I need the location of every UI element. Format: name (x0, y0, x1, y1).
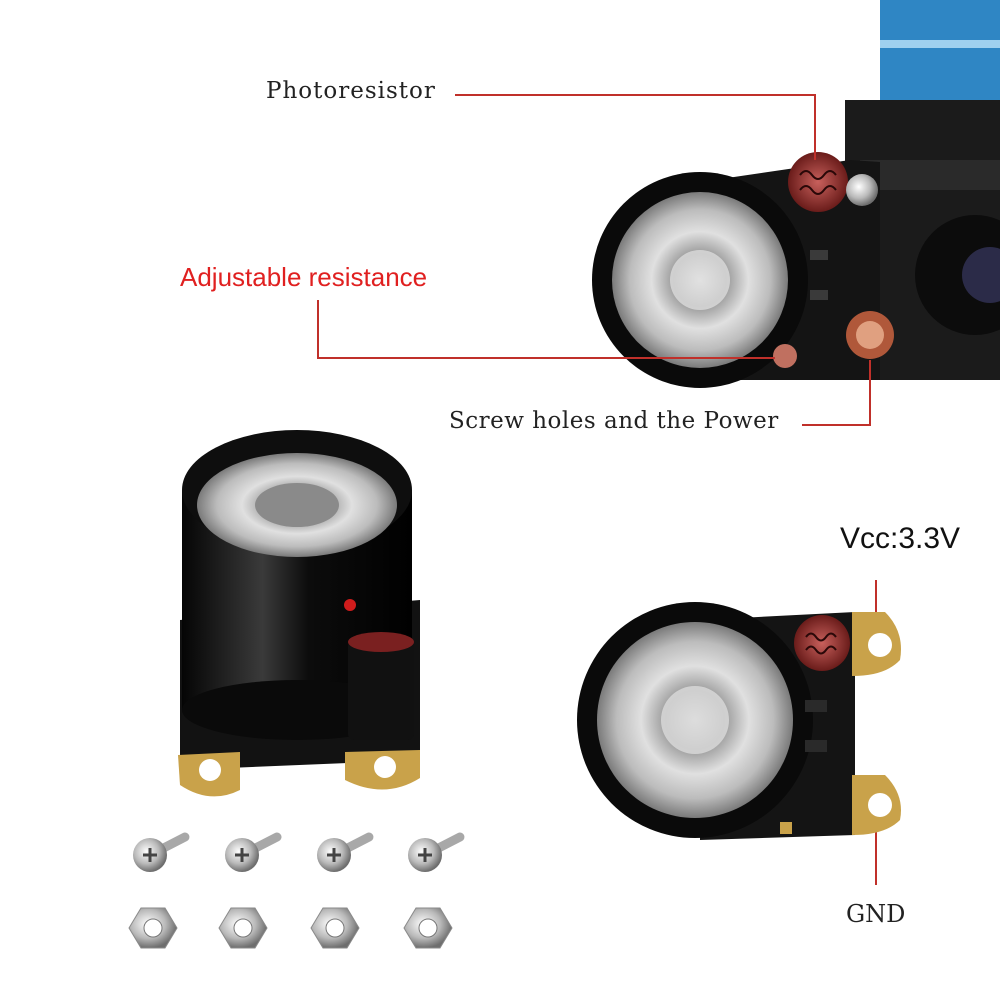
screw (317, 832, 374, 872)
ribbon-cable (880, 0, 1000, 100)
ir-module-front (577, 602, 901, 840)
ir-board-top (592, 152, 894, 388)
camera-lens (915, 215, 1000, 335)
screw (225, 832, 282, 872)
photoresistor-component (788, 152, 848, 212)
screw-holes-power-label: Screw holes and the Power (449, 408, 779, 434)
vcc-label: Vcc:3.3V (840, 522, 961, 555)
nut (310, 907, 360, 949)
ir-module-perspective (178, 430, 420, 797)
photoresistor-label: Photoresistor (266, 78, 436, 104)
photoresistor-front (794, 615, 850, 671)
screw-power-leader (802, 360, 871, 426)
photoresistor-leader (455, 94, 816, 160)
screw-head-top (846, 174, 878, 206)
nut (128, 907, 178, 949)
nut (403, 907, 453, 949)
potentiometer (773, 344, 797, 368)
adjustable-resistance-leader (317, 300, 775, 359)
screw (408, 832, 465, 872)
screw (133, 832, 190, 872)
hardware-set (128, 832, 465, 949)
adjustable-resistance-label: Adjustable resistance (180, 262, 428, 292)
photoresistor-tube (348, 640, 414, 740)
gnd-label: GND (846, 900, 906, 928)
nut (218, 907, 268, 949)
